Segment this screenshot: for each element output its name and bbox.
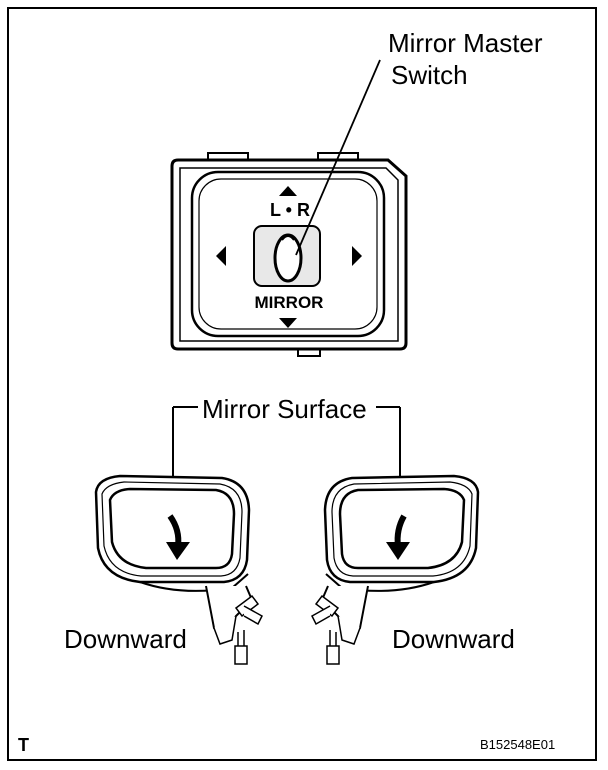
mirror-switch-label: MIRROR: [255, 293, 324, 312]
downward-label-right: Downward: [392, 624, 515, 654]
mirror-surface-label: Mirror Surface: [200, 394, 369, 424]
switch-leader-line: [295, 59, 381, 256]
switch-label-line2: Switch: [391, 60, 468, 90]
left-mirror: [94, 474, 263, 665]
mirror-master-switch: [170, 152, 408, 357]
corner-mark: T: [18, 735, 29, 755]
lr-selector-label: L • R: [270, 200, 310, 220]
figure-code: B152548E01: [480, 737, 556, 752]
switch-label-line1: Mirror Master: [388, 28, 543, 58]
downward-label-left: Downward: [64, 624, 187, 654]
right-mirror: [311, 474, 480, 665]
figure-frame: [7, 7, 597, 761]
